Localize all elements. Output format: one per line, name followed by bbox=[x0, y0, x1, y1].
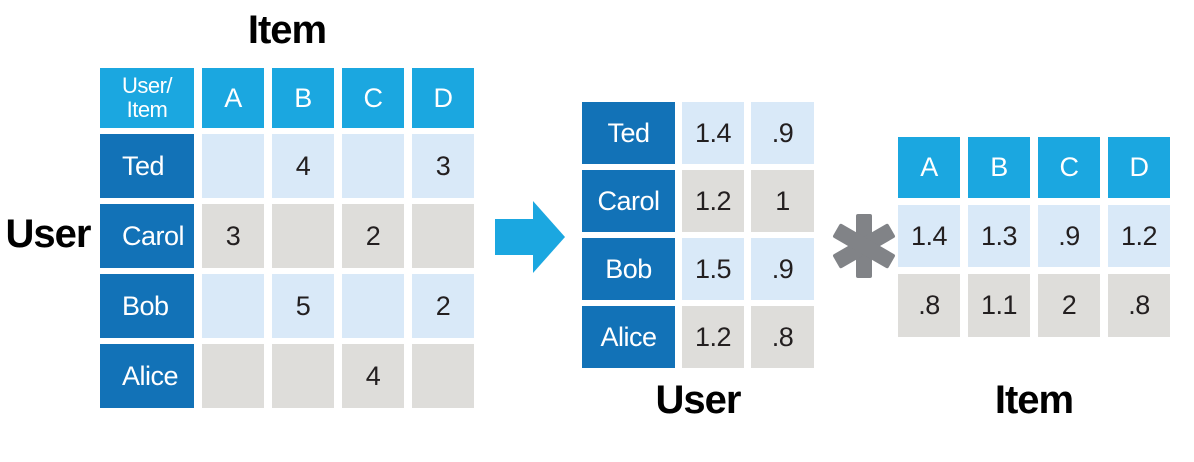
column-header-d: D bbox=[1108, 137, 1170, 198]
factor-cell: 1.1 bbox=[968, 274, 1030, 337]
row-header-ted: Ted bbox=[100, 134, 194, 198]
factor-cell: .9 bbox=[751, 238, 814, 300]
item-factor-matrix-label: Item bbox=[994, 378, 1074, 422]
row-header-ted: Ted bbox=[582, 102, 675, 164]
column-header-b: B bbox=[968, 137, 1030, 198]
rating-cell bbox=[202, 274, 264, 338]
factor-cell: 1.2 bbox=[682, 170, 744, 232]
rating-cell bbox=[272, 204, 334, 268]
rating-cell bbox=[202, 344, 264, 408]
row-header-carol: Carol bbox=[100, 204, 194, 268]
factor-cell: 2 bbox=[1038, 274, 1100, 337]
column-header-b: B bbox=[272, 68, 334, 128]
user-factor-matrix: Ted 1.4 .9 Carol 1.2 1 Bob 1.5 .9 Alice … bbox=[582, 102, 814, 368]
factor-cell: .8 bbox=[751, 306, 814, 368]
factor-cell: .9 bbox=[751, 102, 814, 164]
right-arrow-head-icon bbox=[533, 201, 565, 273]
factor-cell: .9 bbox=[1038, 205, 1100, 267]
factor-cell: .8 bbox=[1108, 274, 1170, 337]
rating-cell bbox=[342, 274, 404, 338]
row-header-alice: Alice bbox=[100, 344, 194, 408]
rating-cell: 4 bbox=[342, 344, 404, 408]
factor-cell: 1.3 bbox=[968, 205, 1030, 267]
column-header-c: C bbox=[1038, 137, 1100, 198]
corner-header-cell: User/ Item bbox=[100, 68, 194, 128]
right-arrow-icon bbox=[495, 219, 533, 255]
factor-cell: .8 bbox=[898, 274, 960, 337]
rating-cell bbox=[202, 134, 264, 198]
rating-cell: 2 bbox=[342, 204, 404, 268]
column-header-c: C bbox=[342, 68, 404, 128]
ratings-matrix: User/ Item A B C D Ted 4 3 Carol 3 2 Bob… bbox=[100, 68, 474, 408]
rating-cell bbox=[342, 134, 404, 198]
asterisk-icon bbox=[832, 214, 896, 278]
row-header-carol: Carol bbox=[582, 170, 675, 232]
rating-cell bbox=[412, 204, 474, 268]
corner-header-line2: Item bbox=[126, 97, 168, 122]
column-header-d: D bbox=[412, 68, 474, 128]
factor-cell: 1.4 bbox=[682, 102, 744, 164]
rating-cell bbox=[272, 344, 334, 408]
factor-cell: 1.2 bbox=[1108, 205, 1170, 267]
factor-cell: 1.5 bbox=[682, 238, 744, 300]
rating-cell: 3 bbox=[202, 204, 264, 268]
rating-cell: 3 bbox=[412, 134, 474, 198]
rating-cell bbox=[412, 344, 474, 408]
row-header-bob: Bob bbox=[100, 274, 194, 338]
factor-cell: 1 bbox=[751, 170, 814, 232]
column-header-a: A bbox=[898, 137, 960, 198]
user-axis-title: User bbox=[5, 212, 92, 256]
factor-cell: 1.4 bbox=[898, 205, 960, 267]
item-axis-title: Item bbox=[247, 8, 327, 52]
column-header-a: A bbox=[202, 68, 264, 128]
rating-cell: 4 bbox=[272, 134, 334, 198]
row-header-bob: Bob bbox=[582, 238, 675, 300]
row-header-alice: Alice bbox=[582, 306, 675, 368]
user-factor-matrix-label: User bbox=[655, 378, 742, 422]
rating-cell: 2 bbox=[412, 274, 474, 338]
factor-cell: 1.2 bbox=[682, 306, 744, 368]
item-factor-matrix: A B C D 1.4 1.3 .9 1.2 .8 1.1 2 .8 bbox=[898, 137, 1170, 337]
rating-cell: 5 bbox=[272, 274, 334, 338]
corner-header-line1: User/ bbox=[121, 73, 173, 99]
